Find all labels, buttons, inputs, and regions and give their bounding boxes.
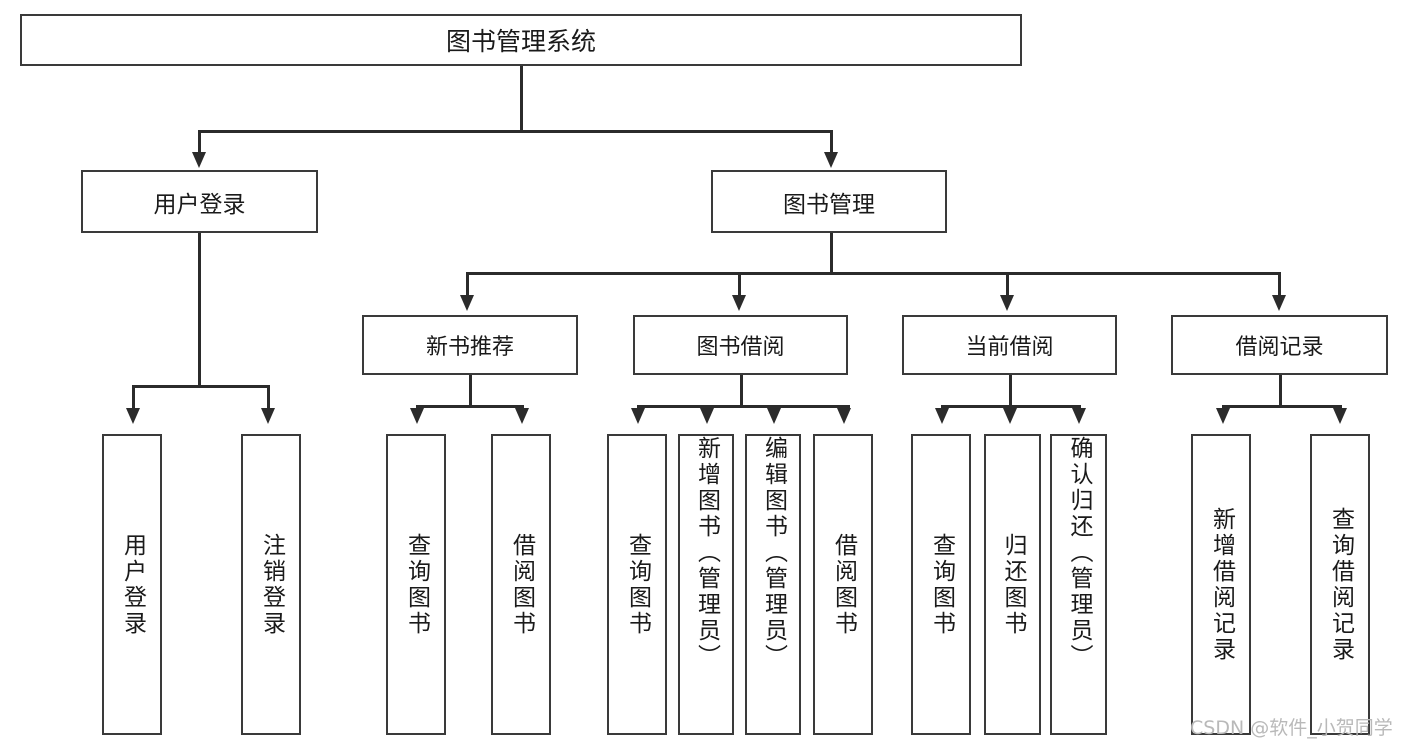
node-label: 当前借阅: [965, 335, 1054, 360]
leaf-label: 归还图书: [1000, 532, 1026, 637]
node-label: 借阅记录: [1235, 335, 1324, 360]
leaf-current-borrow-confirm-return-admin[interactable]: 确认归还（管理员）: [1050, 434, 1107, 735]
arrow-bm-to-book-borrow: [732, 295, 746, 311]
connector-new-book-to-leaf-2: [521, 405, 524, 410]
connector-current-borrow-stem: [1009, 375, 1012, 405]
arrow-new-book-to-leaf-2: [515, 408, 529, 424]
connector-new-book-stem: [469, 375, 472, 405]
leaf-label: 查询图书: [928, 532, 955, 637]
connector-book-management-bus: [466, 272, 1280, 275]
connector-user-login-stem: [198, 233, 201, 385]
arrow-br-to-leaf-2: [1333, 408, 1347, 424]
connector-root-to-user-login: [198, 130, 201, 154]
node-new-book-recommend[interactable]: 新书推荐: [362, 315, 578, 375]
arrow-bm-to-borrow-record: [1272, 295, 1286, 311]
node-book-borrow[interactable]: 图书借阅: [633, 315, 848, 375]
arrow-cb-to-leaf-3: [1072, 408, 1086, 424]
connector-bb-to-leaf-4: [843, 405, 846, 410]
connector-bm-to-borrow-record: [1278, 272, 1281, 297]
connector-book-borrow-bus: [637, 405, 850, 408]
arrow-br-to-leaf-1: [1216, 408, 1230, 424]
connector-br-to-leaf-2: [1339, 405, 1342, 410]
arrow-root-to-user-login: [192, 152, 206, 168]
connector-user-login-to-leaf-2: [267, 385, 270, 410]
leaf-book-borrow-query-book[interactable]: 查询图书: [607, 434, 667, 735]
connector-bb-to-leaf-1: [637, 405, 640, 410]
arrow-bb-to-leaf-2: [700, 408, 714, 424]
node-label: 用户登录: [153, 191, 246, 218]
connector-bb-to-leaf-2: [706, 405, 709, 410]
leaf-label: 新增图书（管理员）: [693, 436, 720, 670]
connector-book-borrow-stem: [740, 375, 743, 405]
leaf-current-borrow-query-book[interactable]: 查询图书: [911, 434, 971, 735]
connector-user-login-bus: [132, 385, 267, 388]
connector-book-management-stem: [830, 233, 833, 272]
leaf-label: 编辑图书（管理员）: [760, 436, 787, 670]
leaf-label: 查询图书: [403, 532, 430, 637]
connector-cb-to-leaf-3: [1078, 405, 1081, 410]
leaf-label: 借阅图书: [508, 532, 535, 637]
node-label: 图书管理系统: [445, 27, 596, 56]
arrow-root-to-book-management: [824, 152, 838, 168]
leaf-new-book-query-book[interactable]: 查询图书: [386, 434, 446, 735]
arrow-bb-to-leaf-3: [767, 408, 781, 424]
node-user-login[interactable]: 用户登录: [81, 170, 318, 233]
arrow-new-book-to-leaf-1: [410, 408, 424, 424]
connector-root-stem: [520, 66, 523, 130]
connector-cb-to-leaf-1: [941, 405, 944, 410]
connector-bm-to-new-book: [466, 272, 469, 297]
connector-br-to-leaf-1: [1222, 405, 1225, 410]
leaf-label: 借阅图书: [830, 532, 857, 637]
node-label: 图书借阅: [696, 335, 785, 360]
connector-new-book-bus: [416, 405, 524, 408]
leaf-borrow-record-add-record[interactable]: 新增借阅记录: [1191, 434, 1251, 735]
arrow-cb-to-leaf-2: [1003, 408, 1017, 424]
arrow-bm-to-new-book: [460, 295, 474, 311]
connector-root-bus: [198, 130, 832, 133]
leaf-book-borrow-add-book-admin[interactable]: 新增图书（管理员）: [678, 434, 734, 735]
connector-cb-to-leaf-2: [1009, 405, 1012, 410]
leaf-label: 注销登录: [258, 532, 285, 637]
arrow-bm-to-current-borrow: [1000, 295, 1014, 311]
leaf-label: 查询图书: [624, 532, 651, 637]
leaf-label: 查询借阅记录: [1327, 506, 1354, 663]
node-label: 图书管理: [783, 191, 875, 218]
leaf-user-login-login[interactable]: 用户登录: [102, 434, 162, 735]
arrow-user-login-to-leaf-2: [261, 408, 275, 424]
arrow-cb-to-leaf-1: [935, 408, 949, 424]
csdn-watermark: CSDN @软件_小贺同学: [1190, 717, 1393, 739]
node-current-borrow[interactable]: 当前借阅: [902, 315, 1117, 375]
leaf-book-borrow-borrow-book[interactable]: 借阅图书: [813, 434, 873, 735]
leaf-new-book-borrow-book[interactable]: 借阅图书: [491, 434, 551, 735]
node-borrow-record[interactable]: 借阅记录: [1171, 315, 1388, 375]
leaf-current-borrow-return-book[interactable]: 归还图书: [984, 434, 1041, 735]
connector-bm-to-book-borrow: [738, 272, 741, 297]
node-root-book-management-system[interactable]: 图书管理系统: [20, 14, 1022, 66]
node-label: 新书推荐: [425, 335, 514, 360]
connector-user-login-to-leaf-1: [132, 385, 135, 410]
arrow-user-login-to-leaf-1: [126, 408, 140, 424]
leaf-book-borrow-edit-book-admin[interactable]: 编辑图书（管理员）: [745, 434, 801, 735]
connector-bm-to-current-borrow: [1006, 272, 1009, 297]
leaf-label: 用户登录: [119, 532, 146, 637]
leaf-user-login-logout[interactable]: 注销登录: [241, 434, 301, 735]
leaf-borrow-record-query-record[interactable]: 查询借阅记录: [1310, 434, 1370, 735]
leaf-label: 确认归还（管理员）: [1066, 436, 1092, 670]
arrow-bb-to-leaf-4: [837, 408, 851, 424]
arrow-bb-to-leaf-1: [631, 408, 645, 424]
connector-new-book-to-leaf-1: [416, 405, 419, 410]
node-book-management[interactable]: 图书管理: [711, 170, 947, 233]
connector-root-to-book-management: [830, 130, 833, 154]
connector-borrow-record-stem: [1279, 375, 1282, 405]
leaf-label: 新增借阅记录: [1208, 506, 1235, 663]
connector-borrow-record-bus: [1222, 405, 1339, 408]
connector-bb-to-leaf-3: [773, 405, 776, 410]
